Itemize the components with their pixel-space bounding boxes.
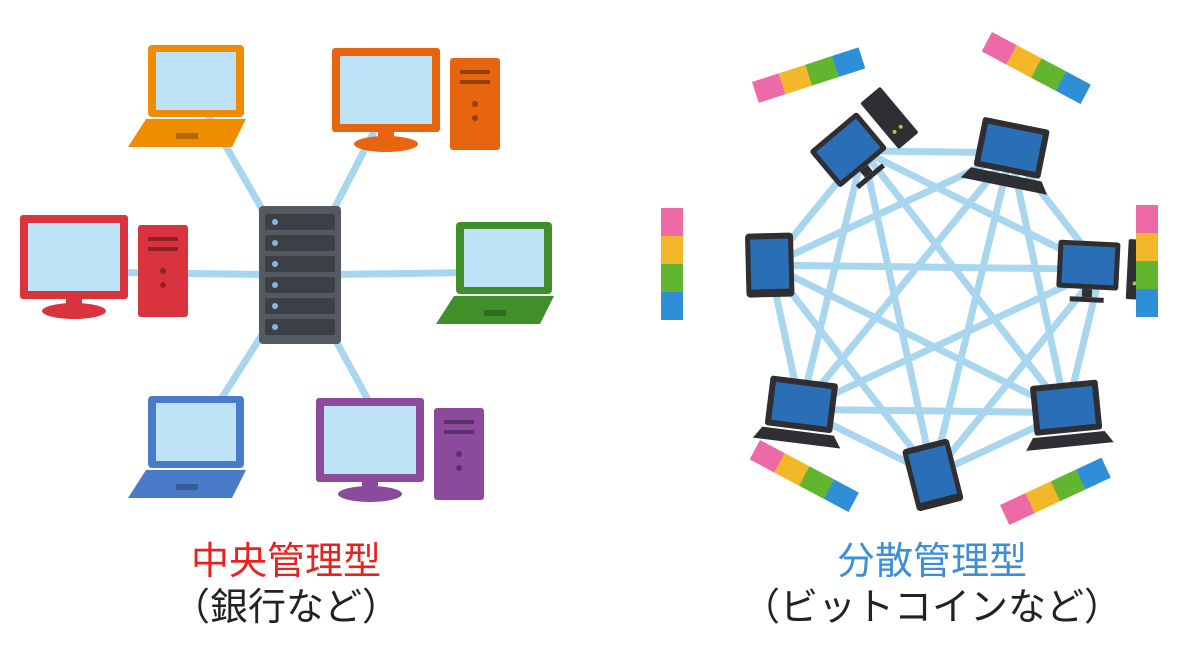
- laptop-icon: [128, 396, 246, 498]
- laptop-icon: [752, 375, 841, 449]
- decentralized-caption: 分散管理型 （ビットコインなど）: [682, 538, 1182, 630]
- network-link: [766, 261, 1105, 273]
- network-link: [929, 149, 1015, 479]
- centralized-subtitle: （銀行など）: [171, 585, 400, 629]
- blockchain-puzzle-icon: [981, 32, 1091, 105]
- network-link: [797, 149, 1015, 413]
- centralized-title: 中央管理型: [190, 539, 381, 583]
- laptop-icon: [436, 222, 554, 324]
- desktop-icon: [810, 87, 918, 190]
- laptop-icon: [960, 117, 1050, 195]
- centralized-network: [20, 45, 554, 502]
- decentralized-title: 分散管理型: [836, 539, 1027, 583]
- network-link: [859, 147, 1071, 417]
- decentralized-network: [661, 32, 1158, 525]
- laptop-icon: [128, 45, 246, 147]
- laptop-icon: [1026, 379, 1114, 451]
- decentralized-subtitle: （ビットコインなど）: [741, 585, 1122, 629]
- tablet-icon: [902, 438, 964, 512]
- centralized-caption: 中央管理型 （銀行など）: [36, 538, 536, 630]
- desktop-icon: [316, 398, 484, 502]
- network-link: [766, 261, 1071, 417]
- desktop-icon: [332, 48, 500, 152]
- blockchain-puzzle-icon: [749, 440, 859, 513]
- blockchain-puzzle-icon: [1136, 205, 1158, 317]
- tablet-icon: [745, 232, 795, 298]
- blockchain-puzzle-icon: [752, 47, 866, 103]
- network-link: [766, 261, 937, 479]
- network-link: [1007, 149, 1071, 417]
- network-link: [797, 147, 867, 413]
- server-icon: [259, 206, 341, 344]
- network-link: [797, 405, 1071, 417]
- network-link: [859, 147, 937, 479]
- blockchain-puzzle-icon: [1000, 457, 1111, 525]
- blockchain-puzzle-icon: [661, 208, 683, 320]
- network-link: [929, 265, 1105, 479]
- desktop-icon: [20, 215, 188, 319]
- network-link: [797, 265, 1105, 413]
